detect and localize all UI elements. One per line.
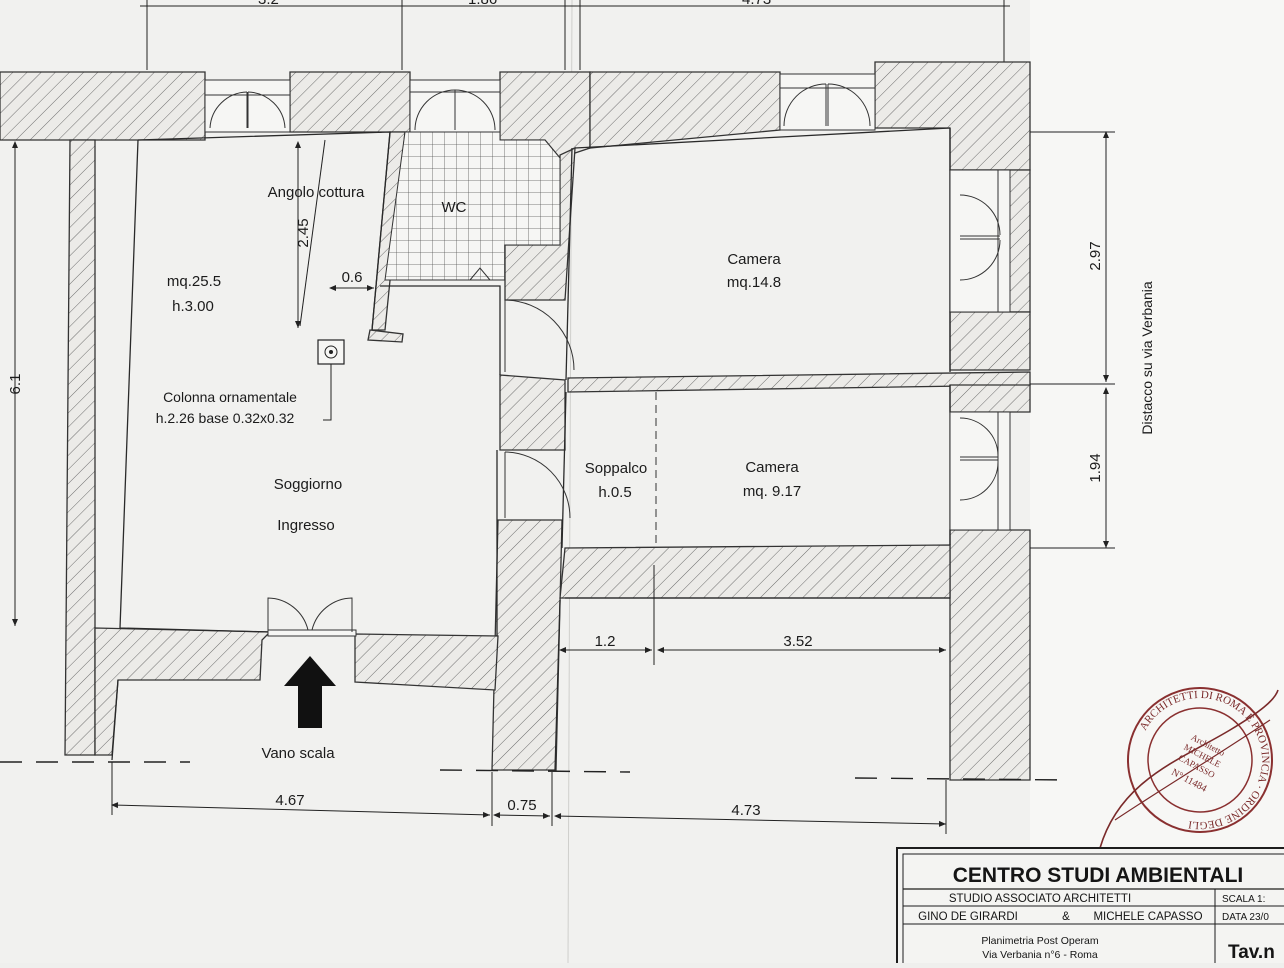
wall-right-mid2 xyxy=(949,384,1031,413)
label-vano-scala: Vano scala xyxy=(261,745,335,762)
dim-4-67: 4.67 xyxy=(275,792,304,809)
title-table-number: Tav.n xyxy=(1228,942,1275,963)
wc-tiled-floor xyxy=(384,131,561,281)
wall-right-lower xyxy=(949,529,1031,781)
window-right-lower xyxy=(949,411,1011,531)
title-architect-a: GINO DE GIRARDI xyxy=(918,911,1018,923)
label-wc: WC xyxy=(442,199,467,216)
title-studio: STUDIO ASSOCIATO ARCHITETTI xyxy=(949,893,1131,905)
door-entrance xyxy=(267,597,357,637)
wall-mid-lower xyxy=(491,519,563,771)
wall-wc-stub xyxy=(367,329,404,343)
title-drawing: Planimetria Post Operam xyxy=(981,935,1099,947)
title-org: CENTRO STUDI AMBIENTALI xyxy=(953,864,1243,887)
label-ingresso: Ingresso xyxy=(277,517,335,534)
top-dimension-line xyxy=(140,0,1010,70)
wall-left xyxy=(64,139,96,756)
dim-6-1: 6.1 xyxy=(7,374,24,395)
dim-1-2: 1.2 xyxy=(595,633,616,650)
title-address: Via Verbania n°6 - Roma xyxy=(982,949,1098,961)
dim-2-45: 2.45 xyxy=(295,218,312,247)
label-camera-top-area: mq.14.8 xyxy=(727,274,781,291)
label-angolo-cottura: Angolo cottura xyxy=(268,184,365,201)
title-date: DATA 23/0 xyxy=(1222,912,1269,923)
ornamental-column xyxy=(317,339,345,421)
door-camera-bottom xyxy=(504,451,571,519)
door-wc xyxy=(504,299,575,372)
wall-mid-upper xyxy=(499,374,566,451)
wall-right-mid xyxy=(949,311,1031,371)
ground-dashed-line xyxy=(0,761,1071,781)
label-colonna: Colonna ornamentale xyxy=(163,389,297,405)
dim-1-94: 1.94 xyxy=(1087,453,1104,482)
label-soppalco-height: h.0.5 xyxy=(598,484,631,501)
label-area-mq: mq.25.5 xyxy=(167,273,221,290)
label-camera-top: Camera xyxy=(727,251,781,268)
dimension-lines xyxy=(12,131,1115,834)
dim-top-4-73: 4.73 xyxy=(742,0,771,8)
signature-stroke-2 xyxy=(1114,719,1271,821)
paper-right-panel xyxy=(1030,0,1284,963)
window-camera-top xyxy=(779,73,876,131)
title-amp: & xyxy=(1062,911,1070,923)
dim-0-75: 0.75 xyxy=(507,797,536,814)
signature-stroke xyxy=(1099,689,1279,849)
window-wc xyxy=(409,79,501,133)
label-distacco: Distacco su via Verbania xyxy=(1139,281,1155,435)
label-colonna-spec: h.2.26 base 0.32x0.32 xyxy=(156,410,295,426)
dim-2-97: 2.97 xyxy=(1087,241,1104,270)
title-block xyxy=(896,847,1284,968)
wc-threshold-mark xyxy=(469,267,491,281)
label-height: h.3.00 xyxy=(172,298,214,315)
dim-3-52: 3.52 xyxy=(783,633,812,650)
dim-0-6: 0.6 xyxy=(342,269,363,286)
title-scale: SCALA 1: xyxy=(1222,894,1265,905)
label-soggiorno: Soggiorno xyxy=(274,476,342,493)
label-camera-bottom-area: mq. 9.17 xyxy=(743,483,801,500)
label-soppalco: Soppalco xyxy=(585,460,648,477)
wall-camera-bottom xyxy=(559,544,951,599)
window-kitchen xyxy=(204,79,291,133)
wall-top-mid xyxy=(289,71,411,133)
dim-4-73: 4.73 xyxy=(731,802,760,819)
dim-top-1-86: 1.86 xyxy=(468,0,497,8)
entrance-arrow-icon xyxy=(284,656,336,728)
dim-top-3-2: 3.2 xyxy=(258,0,279,8)
window-right-upper xyxy=(949,169,1011,313)
wall-bottom-right xyxy=(354,633,499,691)
title-architect-b: MICHELE CAPASSO xyxy=(1093,911,1202,923)
wall-top-left xyxy=(0,71,206,141)
label-camera-bottom: Camera xyxy=(745,459,799,476)
